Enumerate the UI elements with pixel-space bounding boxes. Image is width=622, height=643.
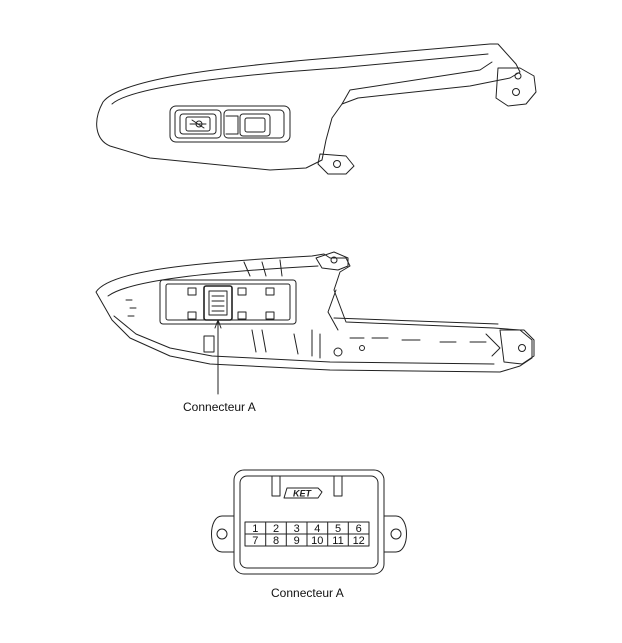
window-lock-switch — [239, 113, 271, 137]
mount-hole-right-2 — [512, 88, 520, 96]
window-switch-driver — [179, 113, 217, 135]
pin-6: 6 — [356, 523, 362, 535]
pin-numbers-top: 1 2 3 4 5 6 — [252, 523, 362, 535]
pin-1: 1 — [252, 523, 258, 535]
pin-3: 3 — [294, 523, 300, 535]
connector-a-face — [211, 469, 407, 575]
mounting-tab-right — [495, 67, 537, 107]
pin-10: 10 — [311, 535, 323, 547]
switch-bezel — [169, 105, 291, 143]
pin-11: 11 — [332, 535, 343, 547]
switch-housing-back — [159, 279, 297, 325]
connector-a-caption: Connecteur A — [271, 586, 344, 600]
back-mount-tab-right — [499, 329, 535, 365]
pin-5: 5 — [335, 523, 341, 535]
pin-4: 4 — [314, 523, 320, 535]
mounting-tab-bottom — [317, 153, 355, 175]
ket-badge — [283, 487, 323, 499]
mount-hole-right-1 — [514, 72, 522, 80]
connector-ear-left — [211, 515, 235, 553]
pin-8: 8 — [273, 535, 279, 547]
pin-2: 2 — [273, 523, 279, 535]
connector-a-callout-label: Connecteur A — [183, 400, 256, 414]
pin-12: 12 — [353, 535, 365, 547]
ket-brand-text: KET — [293, 489, 313, 499]
pin-9: 9 — [294, 535, 300, 547]
armrest-panel-back-view — [95, 251, 535, 395]
connector-ear-right — [383, 515, 407, 553]
pin-numbers-bottom: 7 8 9 10 11 12 — [252, 535, 365, 547]
pin-7: 7 — [252, 535, 258, 547]
back-mount-tab-top — [315, 251, 349, 271]
armrest-panel-top-view — [96, 43, 537, 175]
connector-body — [233, 469, 385, 575]
mount-hole-bottom — [333, 160, 341, 168]
